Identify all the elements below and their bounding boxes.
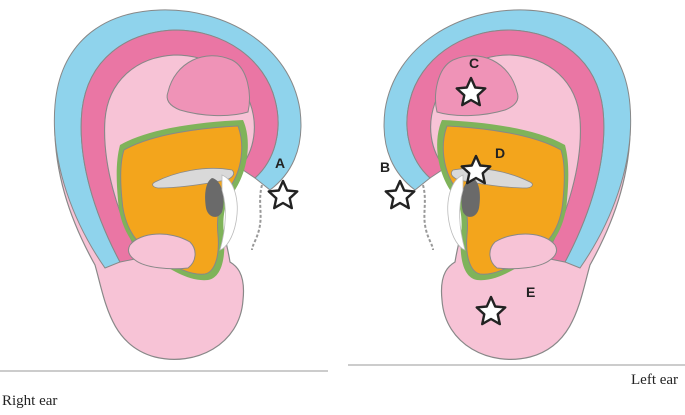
right-ear <box>53 9 302 360</box>
marker-e: E <box>526 284 535 300</box>
caption-right-ear: Right ear <box>2 393 58 409</box>
marker-a: A <box>275 155 285 171</box>
tragus-dashes-right <box>251 184 263 251</box>
left-ear <box>383 9 632 360</box>
marker-d: D <box>495 145 505 161</box>
marker-c: C <box>469 55 479 71</box>
tragus-dashes-left <box>422 184 434 251</box>
caption-left-ear: Left ear <box>631 372 679 388</box>
marker-b: B <box>380 159 390 175</box>
